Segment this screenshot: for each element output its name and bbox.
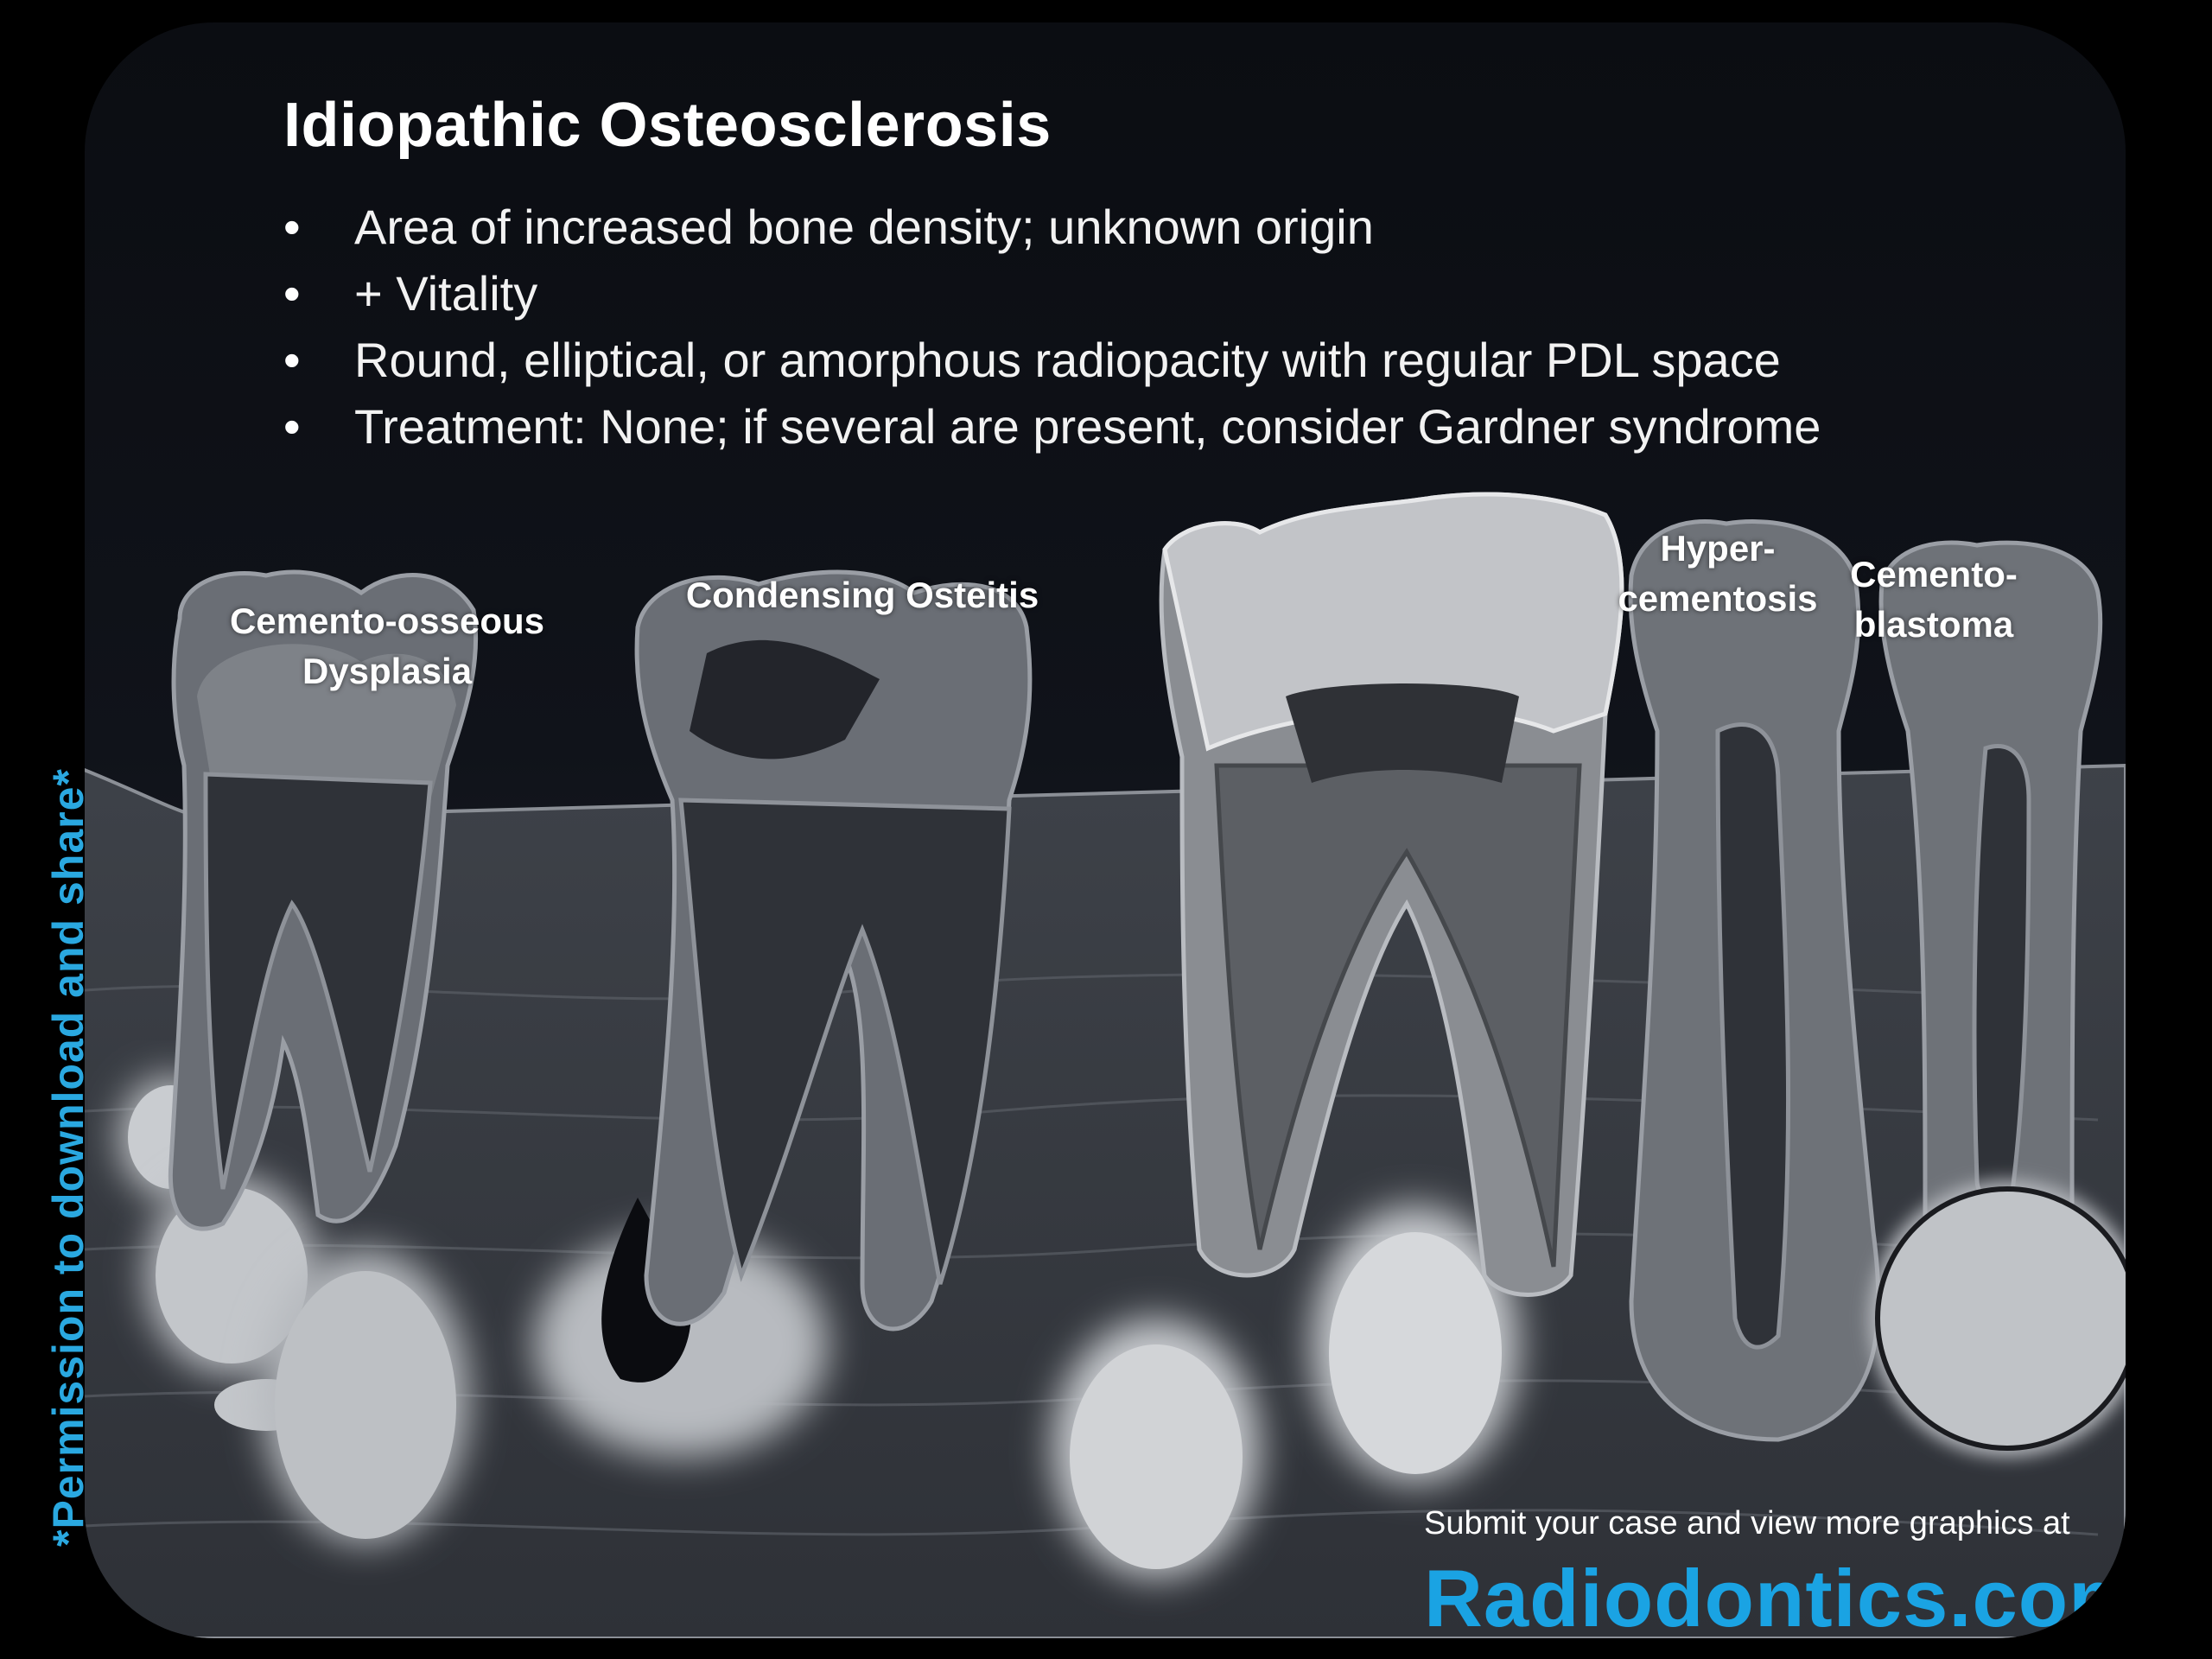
bullet-item: + Vitality [283, 260, 1821, 327]
label-line: Dysplasia [302, 651, 473, 691]
tooth-hyper [1628, 519, 1881, 1442]
brand-link[interactable]: Radiodontics.com [1424, 1553, 2126, 1638]
bullet-item: Treatment: None; if several are present,… [283, 393, 1821, 460]
label-line: Hyper- [1660, 528, 1776, 569]
bullet-item: Area of increased bone density; unknown … [283, 194, 1821, 260]
bullet-item: Round, elliptical, or amorphous radiopac… [283, 327, 1821, 393]
label-line: Condensing Osteitis [685, 575, 1039, 615]
tooth-cb [1869, 540, 2126, 1457]
label-condensing-osteitis: Condensing Osteitis [681, 570, 1044, 620]
label-line: cementosis [1618, 578, 1818, 619]
tooth-cod [168, 569, 479, 1231]
infographic-card: Idiopathic Osteosclerosis Area of increa… [85, 22, 2126, 1638]
label-line: Cemento- [1850, 554, 2018, 594]
tooth-center [1052, 492, 1624, 1578]
bullet-list: Area of increased bone density; unknown … [283, 194, 1821, 460]
submit-text: Submit your case and view more graphics … [1424, 1505, 2070, 1541]
label-cementoblastoma: Cemento- blastoma [1830, 550, 2037, 650]
permission-note: *Permission to download and share* [44, 768, 92, 1547]
label-cemento-osseous-dysplasia: Cemento-osseous Dysplasia [223, 596, 551, 696]
label-line: blastoma [1853, 604, 2014, 645]
tooth-co [534, 569, 1033, 1457]
label-hypercementosis: Hyper- cementosis [1562, 524, 1873, 624]
label-line: Cemento-osseous [229, 601, 545, 641]
page-title: Idiopathic Osteosclerosis [283, 91, 1052, 160]
dental-radiograph-illustration [85, 492, 2126, 1638]
